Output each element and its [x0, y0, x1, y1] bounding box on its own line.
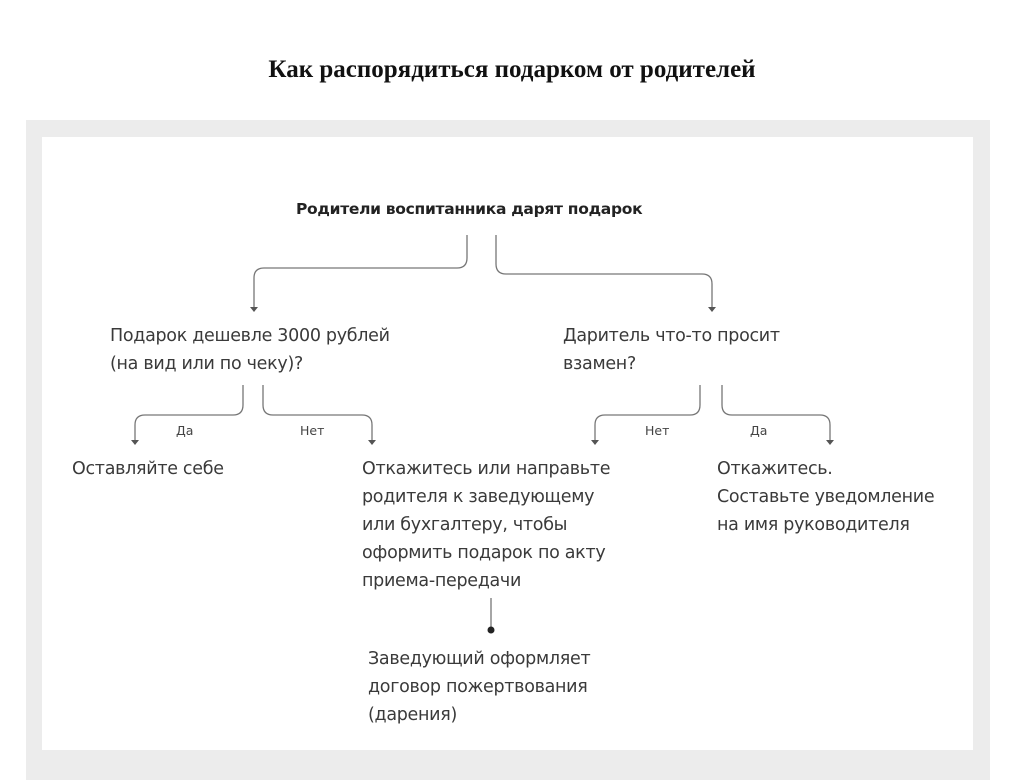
leaf-refuse-or-transfer: Откажитесь или направьте родителя к заве…: [362, 459, 611, 591]
question-right: Даритель что-то просит взамен?: [563, 326, 780, 374]
arrow-head-icon: [131, 440, 139, 445]
label-right-no: Нет: [645, 423, 670, 438]
arrow-head-icon: [826, 440, 834, 445]
arrow-head-icon: [591, 440, 599, 445]
connector-left-no: [262, 385, 373, 441]
diagram-panel: [42, 137, 973, 750]
connector-root-right: [495, 235, 713, 308]
question-left: Подарок дешевле 3000 рублей (на вид или …: [110, 326, 390, 374]
leaf-keep: Оставляйте себе: [72, 459, 224, 479]
dot-icon: [487, 626, 495, 634]
slide-title: Как распорядиться подарком от родителей: [268, 56, 756, 83]
label-left-yes: Да: [176, 423, 194, 438]
label-right-yes: Да: [750, 423, 768, 438]
connector-right-no: [594, 385, 701, 441]
connector-left-yes: [134, 385, 244, 441]
arrow-head-icon: [250, 307, 258, 312]
arrow-head-icon: [368, 440, 376, 445]
root-node: Родители воспитанника дарят подарок: [296, 200, 643, 218]
connector-root-left: [253, 235, 468, 308]
arrow-head-icon: [708, 307, 716, 312]
label-left-no: Нет: [300, 423, 325, 438]
leaf-refuse-notify: Откажитесь. Составьте уведомление на имя…: [717, 459, 935, 535]
leaf-donation: Заведующий оформляет договор пожертвован…: [368, 649, 591, 725]
connector-right-yes: [721, 385, 831, 441]
